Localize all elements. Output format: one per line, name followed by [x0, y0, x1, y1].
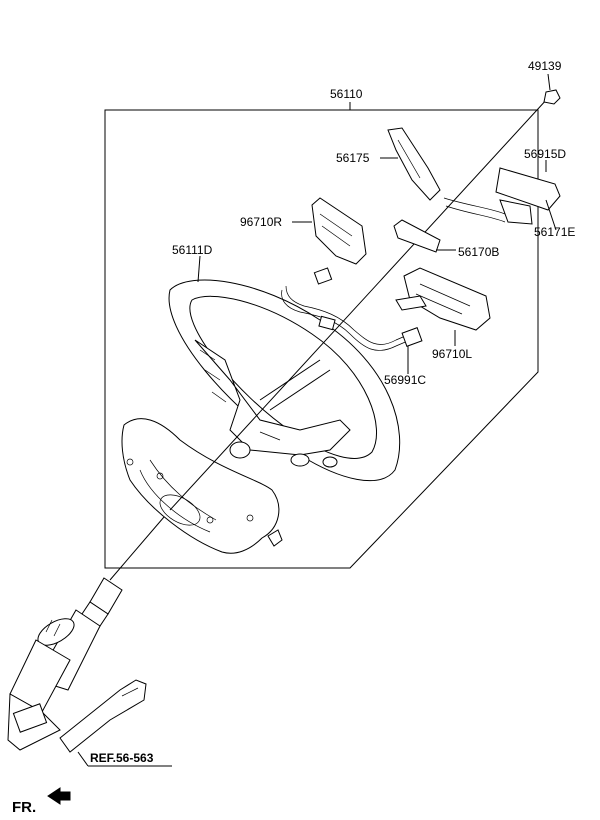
callout-56110: 56110	[330, 87, 363, 101]
callout-49139: 49139	[528, 59, 562, 73]
reference-label: REF.56-563	[90, 751, 154, 765]
part-96710R-switch	[292, 197, 367, 265]
part-56991C-harness	[281, 267, 423, 374]
lower-cover	[121, 418, 283, 554]
callout-96710L: 96710L	[432, 347, 472, 361]
part-96710L-switch	[395, 267, 491, 346]
callout-56111D: 56111D	[172, 243, 213, 257]
callout-56171E: 56171E	[534, 225, 575, 239]
callout-56170B: 56170B	[458, 245, 499, 259]
part-56175-bracket	[380, 127, 441, 201]
part-56171E-switch	[443, 160, 561, 231]
assembly-frame	[104, 109, 539, 569]
steering-column	[7, 509, 171, 751]
callout-56991C: 56991C	[384, 373, 426, 387]
callout-56915D: 56915D	[524, 147, 566, 161]
part-56170B-bracket	[393, 219, 456, 253]
callout-96710R: 96710R	[240, 215, 282, 229]
steering-wheel	[168, 279, 401, 482]
part-49139-nut	[543, 73, 561, 105]
front-marker-label: FR.	[12, 799, 36, 816]
front-arrow-icon	[47, 787, 71, 805]
column-lever	[59, 679, 147, 753]
callout-56175: 56175	[336, 151, 370, 165]
